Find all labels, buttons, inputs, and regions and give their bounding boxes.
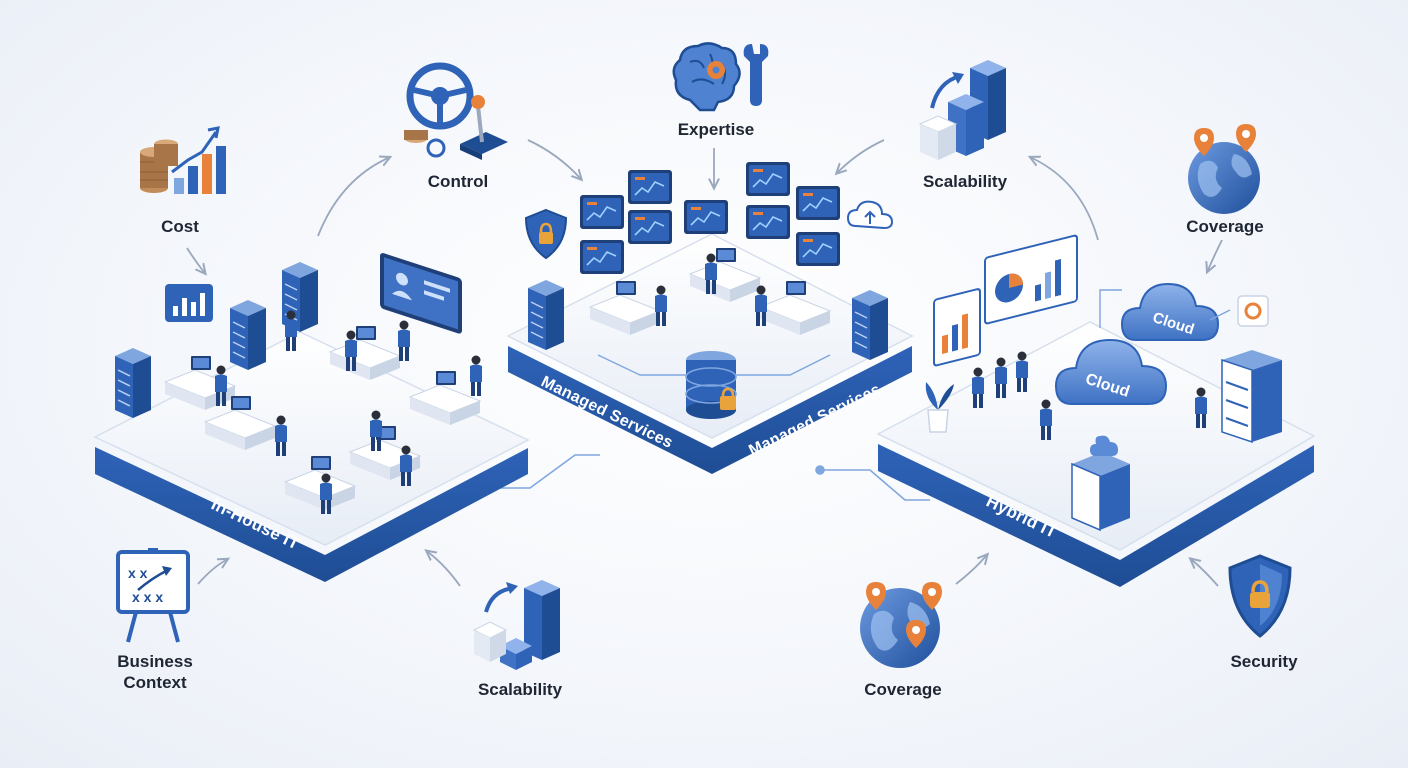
brain-wrench-icon bbox=[672, 42, 769, 112]
label-expertise: Expertise bbox=[677, 120, 755, 139]
shield-lock-icon bbox=[1228, 554, 1292, 638]
managed-soc-equipment bbox=[524, 161, 894, 419]
globe-pins-icon bbox=[860, 582, 942, 668]
svg-text:x x x: x x x bbox=[132, 589, 163, 605]
steering-joystick-icon bbox=[404, 62, 508, 160]
label-coverage-top: Coverage bbox=[1186, 217, 1264, 236]
coins-chart-icon bbox=[140, 126, 226, 194]
label-scalability-top: Scalability bbox=[922, 172, 1008, 191]
svg-text:x x: x x bbox=[128, 565, 148, 581]
platform-managed: Managed Services Managed Services bbox=[506, 233, 914, 474]
label-control: Control bbox=[427, 172, 489, 191]
cubes-growth-icon bbox=[918, 60, 1006, 160]
globe-pins-icon bbox=[1188, 124, 1260, 214]
label-cost: Cost bbox=[161, 217, 199, 236]
label-security: Security bbox=[1230, 652, 1298, 671]
cubes-growth-icon bbox=[472, 580, 560, 670]
in-house-equipment bbox=[114, 253, 482, 514]
label-business-context: Business Context bbox=[117, 652, 193, 692]
hybrid-equipment: Cloud Cloud bbox=[925, 234, 1282, 532]
flow-arrows bbox=[186, 139, 1223, 587]
shield-lock-icon bbox=[524, 208, 568, 260]
label-coverage-bottom: Coverage bbox=[864, 680, 942, 699]
strategy-board-icon: x x x x x bbox=[116, 548, 190, 643]
label-scalability-bottom: Scalability bbox=[477, 680, 563, 699]
